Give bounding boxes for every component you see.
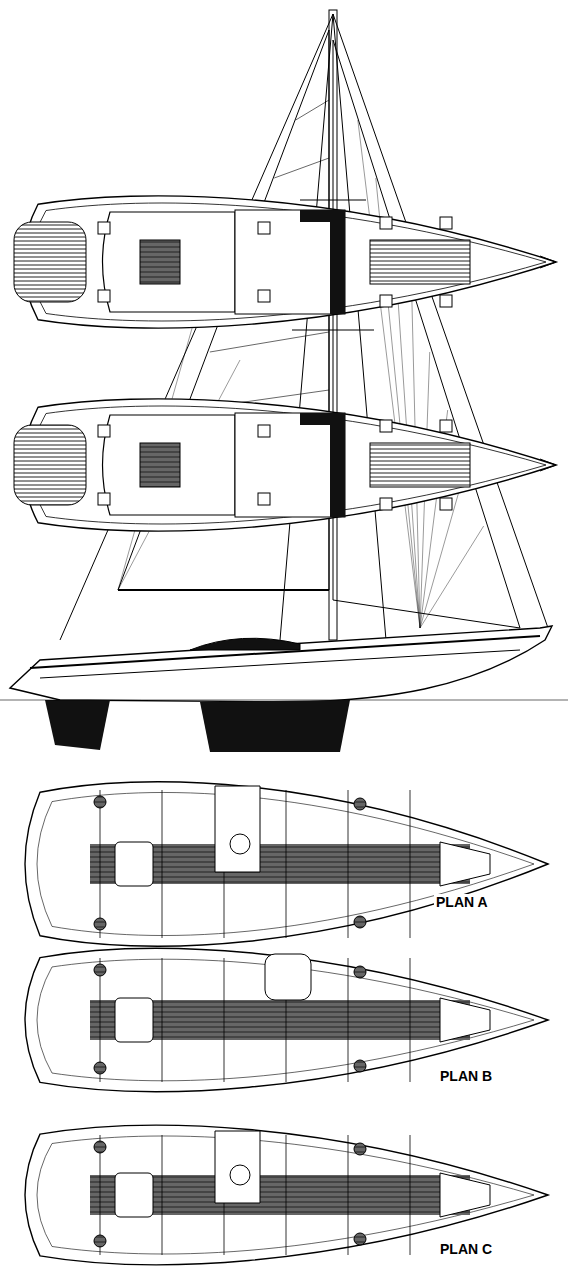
- forward-berth: [440, 998, 490, 1042]
- deck-plans: [14, 196, 556, 531]
- forward-berth: [440, 842, 490, 886]
- deck-hatch: [380, 295, 392, 307]
- cockpit-grating: [140, 240, 180, 284]
- plan-label: PLAN C: [438, 1241, 494, 1257]
- cockpit: [103, 212, 236, 312]
- batten: [210, 332, 329, 352]
- head-basin: [354, 798, 366, 810]
- sail-seam: [358, 120, 420, 628]
- table: [230, 1165, 250, 1185]
- deck-outline: [23, 399, 556, 531]
- forward-berth: [440, 1173, 490, 1217]
- deck-hatch: [258, 425, 270, 437]
- head-basin: [94, 964, 106, 976]
- bulkhead: [410, 958, 411, 1082]
- interior-outline: [25, 782, 548, 946]
- bulkhead: [100, 790, 101, 938]
- bulkhead: [410, 790, 411, 938]
- head-basin: [94, 1141, 106, 1153]
- hull-side: [10, 626, 552, 702]
- deck-hatch: [380, 498, 392, 510]
- aft-berth: [115, 842, 153, 886]
- head-basin: [354, 1060, 366, 1072]
- bulkhead: [286, 790, 287, 938]
- deck-hatch: [380, 420, 392, 432]
- deck-hatch: [440, 217, 452, 229]
- aft-berth: [115, 1173, 153, 1217]
- sail-seam: [420, 526, 484, 628]
- interior-outline: [25, 948, 548, 1091]
- deck-hatch: [440, 420, 452, 432]
- deck-hatch: [98, 290, 110, 302]
- dinette: [215, 1131, 260, 1203]
- headsail: [333, 40, 520, 628]
- bulkhead: [348, 958, 349, 1082]
- keel: [200, 700, 350, 752]
- deck-hatch: [380, 217, 392, 229]
- bow-fitting: [540, 256, 556, 268]
- deck-hatch: [440, 498, 452, 510]
- boot-stripe: [40, 650, 520, 678]
- head-basin: [94, 918, 106, 930]
- boom: [118, 589, 329, 591]
- sheer-stripe: [30, 636, 540, 668]
- dinette: [215, 786, 260, 872]
- aft-deck: [14, 425, 86, 505]
- foredeck-hatch: [370, 443, 470, 487]
- deckhouse: [235, 210, 345, 314]
- bulkhead: [224, 958, 225, 1082]
- table: [230, 834, 250, 854]
- head-basin: [354, 916, 366, 928]
- windscreen: [300, 413, 345, 517]
- deck-hatch: [258, 493, 270, 505]
- deck-hatch: [98, 425, 110, 437]
- dinette: [265, 954, 311, 1000]
- deckhouse-window: [190, 638, 300, 650]
- deck-outline: [23, 196, 556, 328]
- bulkhead: [162, 1135, 163, 1255]
- interior-outline: [25, 1125, 548, 1264]
- bulkhead: [162, 958, 163, 1082]
- deck-hatch: [98, 222, 110, 234]
- rudder: [45, 700, 110, 750]
- toerail: [31, 203, 546, 321]
- waterline: [0, 700, 568, 701]
- cockpit-grating: [140, 443, 180, 487]
- deckhouse: [235, 413, 345, 517]
- forestay: [333, 14, 548, 628]
- plan-label: PLAN B: [438, 1068, 494, 1084]
- inner-line: [37, 1136, 534, 1254]
- aft-deck: [14, 222, 86, 302]
- foredeck-hatch: [370, 240, 470, 284]
- interior-plans: [25, 782, 548, 1265]
- head-basin: [354, 1233, 366, 1245]
- deck-hatch: [98, 493, 110, 505]
- head-basin: [354, 1143, 366, 1155]
- deck-hatch: [258, 222, 270, 234]
- bulkhead: [410, 1135, 411, 1255]
- head-basin: [94, 1062, 106, 1074]
- batten: [296, 100, 329, 120]
- toerail: [31, 406, 546, 524]
- bulkhead: [348, 1135, 349, 1255]
- plan-label: PLAN A: [434, 894, 490, 910]
- aft-berth: [115, 998, 153, 1042]
- head-basin: [94, 796, 106, 808]
- head-basin: [354, 966, 366, 978]
- deck-hatch: [258, 290, 270, 302]
- batten: [274, 158, 329, 178]
- hull-profile: [0, 626, 568, 752]
- shrouds: [280, 14, 386, 640]
- bulkhead: [286, 1135, 287, 1255]
- cockpit: [103, 415, 236, 515]
- windscreen: [300, 210, 345, 314]
- head-basin: [94, 1235, 106, 1247]
- bulkhead: [348, 790, 349, 938]
- bulkhead: [162, 790, 163, 938]
- deck-hatch: [440, 295, 452, 307]
- bow-fitting: [540, 459, 556, 471]
- inner-line: [37, 792, 534, 935]
